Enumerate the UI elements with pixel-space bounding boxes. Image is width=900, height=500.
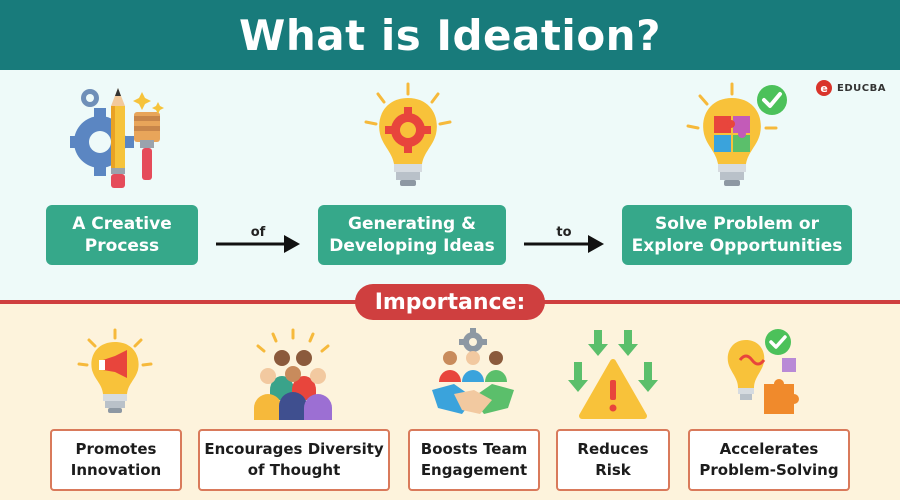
lightbulb-puzzle-check-icon bbox=[727, 329, 799, 414]
header-bar: What is Ideation? bbox=[0, 0, 900, 70]
lightbulb-gear-icon bbox=[364, 82, 452, 186]
importance-line1: Encourages Diversity bbox=[204, 440, 384, 458]
step-label-line1: Solve Problem or bbox=[654, 214, 819, 234]
importance-heading: Importance: bbox=[355, 284, 545, 320]
diverse-people-icon bbox=[254, 328, 332, 420]
importance-line2: Innovation bbox=[70, 461, 162, 479]
connector-to: to bbox=[524, 225, 604, 255]
importance-line1: Promotes bbox=[75, 440, 157, 458]
page-title: What is Ideation? bbox=[239, 10, 661, 60]
importance-line2: Risk bbox=[595, 461, 631, 479]
educba-logo-mark: e bbox=[816, 80, 833, 96]
importance-line2: Problem-Solving bbox=[699, 461, 839, 479]
team-handshake-icon bbox=[432, 328, 514, 414]
importance-line2: Engagement bbox=[420, 461, 528, 479]
importance-line2: of Thought bbox=[247, 461, 341, 479]
step-label-line2: Explore Opportunities bbox=[631, 236, 843, 256]
importance-item-encourages-diversity: Encourages Diversity of Thought bbox=[198, 429, 390, 491]
step-label-line2: Process bbox=[84, 236, 160, 256]
pencil-gear-brush-icon bbox=[70, 88, 164, 188]
warning-arrows-icon bbox=[568, 330, 658, 419]
arrow-right-icon bbox=[524, 235, 604, 253]
lightbulb-puzzle-check-icon bbox=[686, 82, 787, 186]
connector-label: of bbox=[250, 225, 266, 240]
educba-logo-text: EDUCBA bbox=[837, 82, 886, 94]
connector-of: of bbox=[216, 225, 300, 255]
lightbulb-megaphone-icon bbox=[77, 328, 153, 413]
educba-logo: e EDUCBA bbox=[816, 80, 886, 96]
arrow-right-icon bbox=[216, 235, 300, 253]
importance-line1: Accelerates bbox=[719, 440, 819, 458]
importance-line1: Reduces bbox=[577, 440, 649, 458]
importance-line1: Boosts Team bbox=[420, 440, 528, 458]
step-generating-ideas: Generating &Developing Ideas bbox=[318, 205, 506, 265]
connector-label: to bbox=[556, 225, 572, 240]
step-label-line1: A Creative bbox=[72, 214, 172, 234]
step-label-line1: Generating & bbox=[348, 214, 476, 234]
step-label-line2: Developing Ideas bbox=[329, 236, 495, 256]
